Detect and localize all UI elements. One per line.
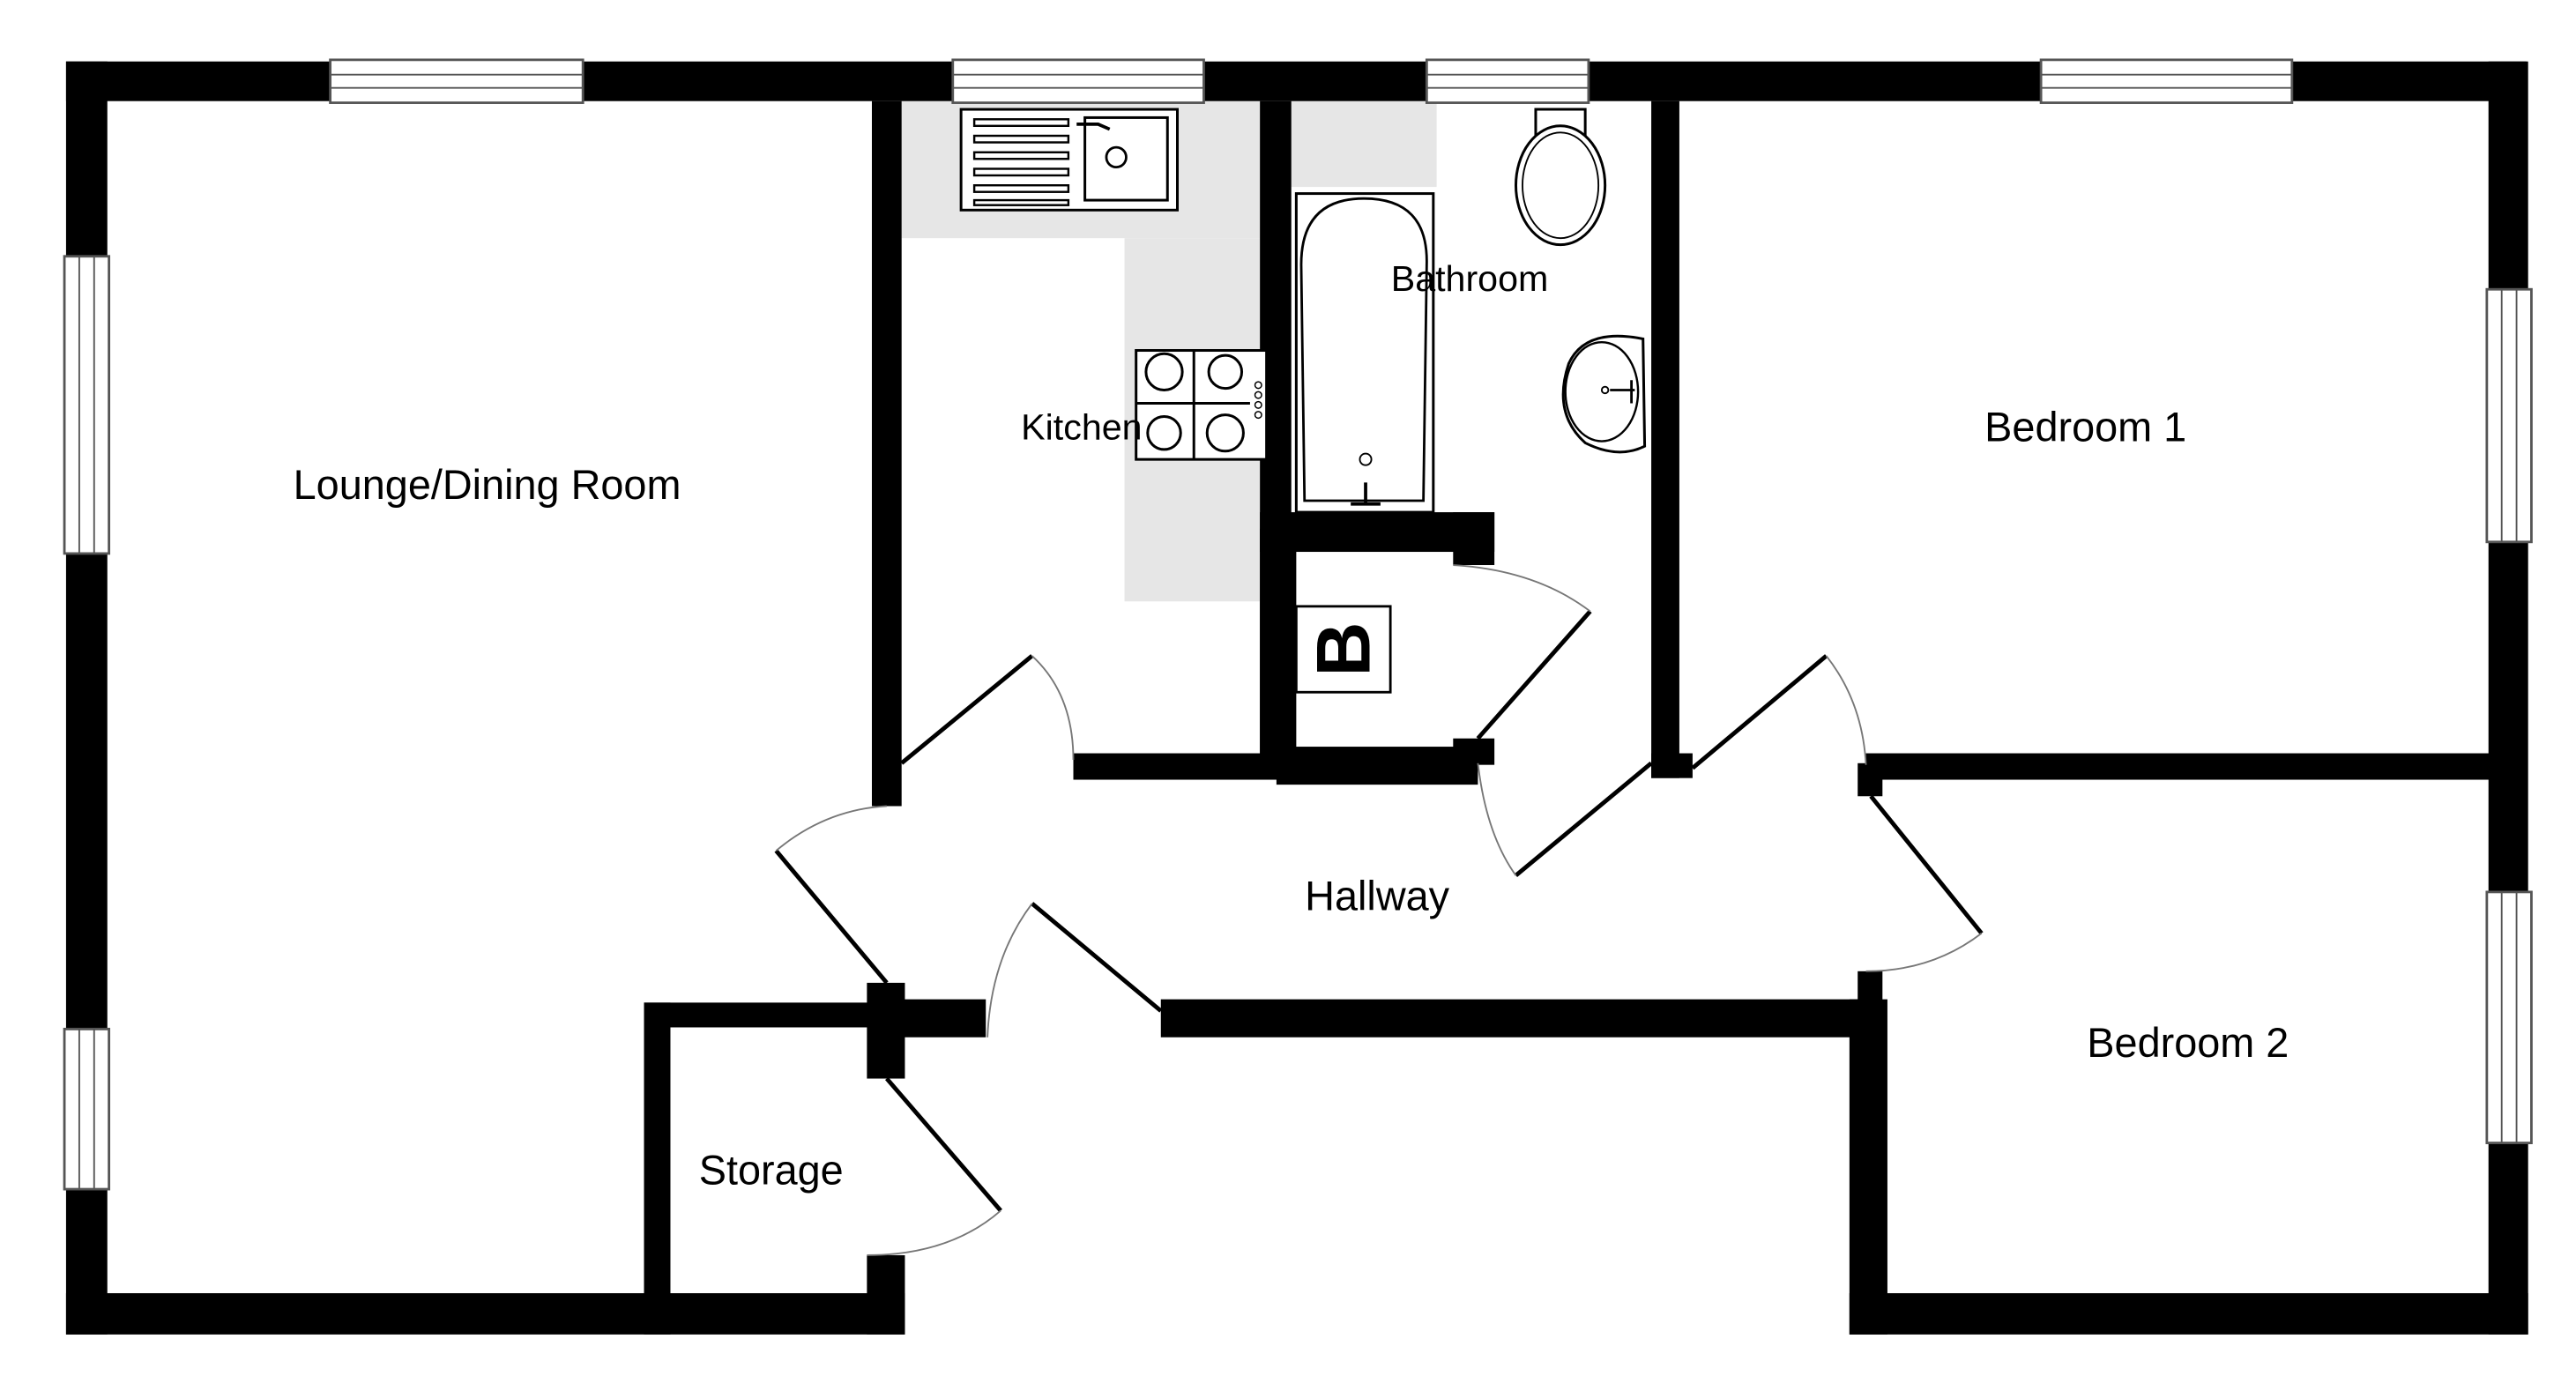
room-label-bedroom-2: Bedroom 2 (2087, 1020, 2289, 1066)
door-entrance[interactable] (986, 902, 1163, 1038)
basin-icon (1561, 334, 1647, 454)
room-label-lounge: Lounge/Dining Room (294, 462, 681, 508)
window (329, 58, 584, 104)
bathroom-shelf (1291, 100, 1437, 188)
boiler-label: B (1302, 621, 1387, 676)
sink-icon (959, 108, 1180, 212)
hob-icon (1135, 349, 1269, 461)
room-label-bedroom-1: Bedroom 1 (1984, 405, 2186, 450)
window (2039, 58, 2294, 104)
boiler-icon: B (1294, 605, 1392, 694)
door-cupboard[interactable] (1453, 564, 1592, 740)
bath-icon (1294, 192, 1435, 514)
room-label-kitchen: Kitchen (1021, 407, 1142, 448)
door-lounge[interactable] (774, 805, 889, 985)
toilet-icon (1514, 108, 1607, 247)
window (63, 255, 111, 555)
window (1425, 58, 1590, 104)
room-label-bathroom: Bathroom (1391, 258, 1549, 299)
window (2485, 890, 2533, 1145)
door-bathroom[interactable] (1477, 761, 1653, 878)
room-label-hallway: Hallway (1305, 874, 1449, 919)
door-bedroom-1[interactable] (1691, 654, 1867, 770)
door-storage[interactable] (867, 1076, 1002, 1256)
windows (63, 58, 2533, 1191)
door-kitchen[interactable] (900, 654, 1075, 765)
window (951, 58, 1205, 104)
window (2485, 287, 2533, 544)
door-bedroom-2[interactable] (1865, 794, 1984, 972)
room-label-storage: Storage (699, 1147, 844, 1193)
window (63, 1027, 111, 1191)
